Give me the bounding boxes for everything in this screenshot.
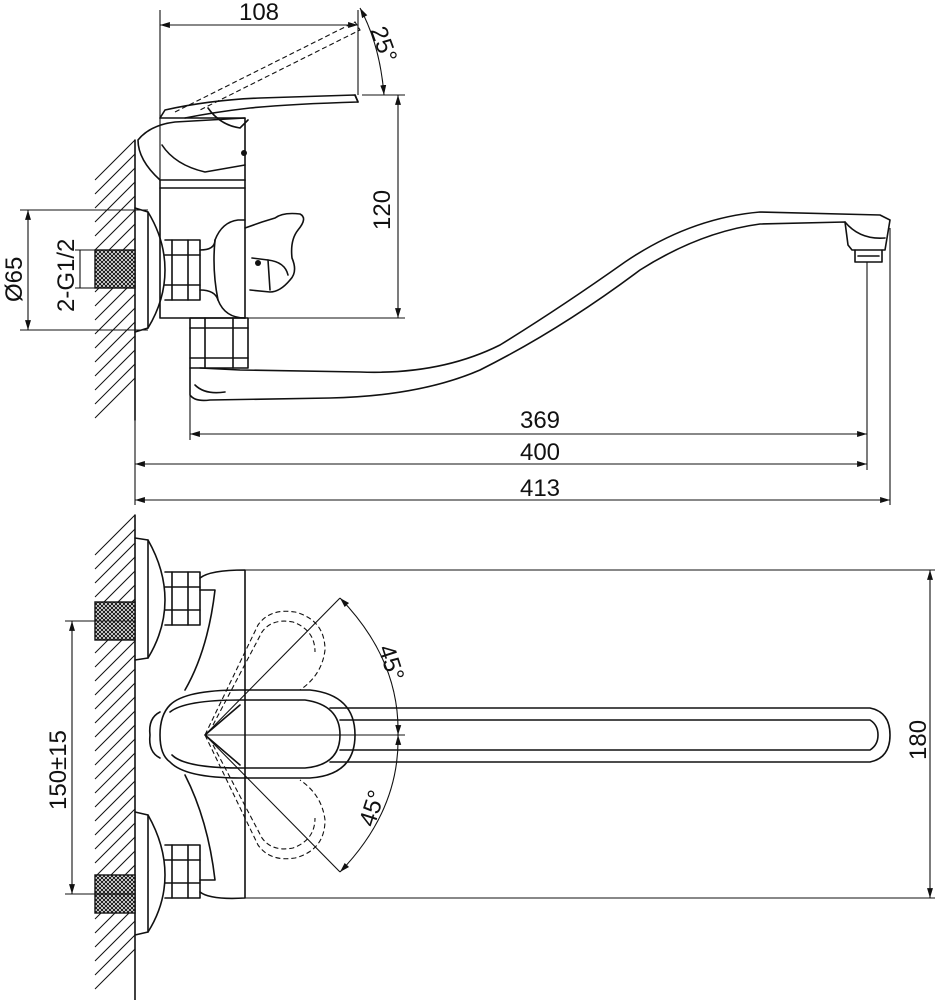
wall-hatch-line	[94, 710, 136, 752]
dim-108: 108	[159, 0, 359, 180]
dim-369-label: 369	[520, 407, 560, 434]
wall-hatch-line	[94, 349, 136, 391]
mixer-body-top	[184, 569, 935, 900]
wall-hatch-line	[94, 181, 136, 223]
wall-hatch-line	[94, 195, 136, 237]
lower-nut	[164, 844, 201, 899]
dim-180-label: 180	[905, 720, 932, 760]
wall-hatch-line	[94, 542, 136, 584]
wall-hatch-line	[94, 738, 136, 780]
dim-120-label: 120	[369, 190, 396, 230]
top-view: 45° 45° 150±15 180	[45, 514, 935, 1000]
dim-400-label: 400	[520, 439, 560, 466]
dim-thread: 2-G1/2	[53, 239, 95, 312]
dim-108-label: 108	[239, 0, 279, 26]
wall-hatch-line	[94, 640, 136, 682]
wall-hatch-line	[94, 321, 136, 363]
dim-413: 413	[135, 228, 891, 505]
wall-hatch-line	[94, 752, 136, 794]
dim-d65-label: Ø65	[1, 257, 28, 302]
upper-rosette	[134, 537, 166, 661]
mixer-body-side	[137, 117, 247, 319]
dim-45-lower-label: 45°	[354, 787, 391, 830]
lever-side	[159, 94, 359, 119]
spout-top	[329, 707, 891, 763]
wall-hatch-line	[94, 948, 136, 990]
dim-d65: Ø65	[1, 209, 148, 331]
wall-hatch-line	[94, 766, 136, 808]
wall-hatch-line	[94, 209, 136, 251]
wall-hatch-line	[94, 153, 136, 195]
lever-side-raised	[174, 21, 361, 113]
dim-150: 150±15	[45, 620, 135, 895]
wall-hatch-line	[94, 696, 136, 738]
dim-180: 180	[905, 570, 933, 898]
thread-stub-side	[94, 249, 136, 289]
diverter-knob-side	[244, 212, 305, 293]
wall-hatch-line	[94, 377, 136, 419]
wall-hatch-line	[94, 556, 136, 598]
wall-top	[94, 514, 136, 1000]
wall-hatch-line	[94, 682, 136, 724]
dim-369: 369	[189, 262, 868, 470]
wall-hatch-line	[94, 934, 136, 976]
lower-rosette	[134, 811, 166, 936]
upper-nut	[164, 571, 201, 626]
wall-rosette-side	[134, 207, 166, 333]
side-view: 108 25° 120 Ø65 2-G1/2	[1, 0, 891, 505]
dim-120: 120	[248, 94, 405, 319]
dim-45-arc: 45° 45°	[204, 597, 409, 873]
wall-hatch-line	[94, 167, 136, 209]
wall-hatch-line	[94, 780, 136, 822]
eccentric-nut-side	[164, 239, 201, 301]
wall-hatch-line	[94, 528, 136, 570]
wall-hatch-line	[94, 808, 136, 850]
dim-25-label: 25°	[364, 23, 402, 66]
wall-hatch-line	[94, 293, 136, 335]
wall-hatch-line	[94, 822, 136, 864]
dim-thread-label: 2-G1/2	[53, 239, 80, 312]
wall-hatch-line	[94, 836, 136, 878]
wall-hatch-line	[94, 307, 136, 349]
wall-hatch-line	[94, 363, 136, 405]
dim-413-label: 413	[520, 475, 560, 502]
wall-hatch-line	[94, 654, 136, 696]
wall-hatch-line	[94, 724, 136, 766]
spout-swivel-nut-side	[189, 317, 249, 369]
dim-45-upper-label: 45°	[372, 642, 409, 685]
wall-hatch-line	[94, 794, 136, 836]
wall-hatch-line	[94, 335, 136, 377]
dim-150-label: 150±15	[45, 730, 72, 810]
lever-top	[148, 689, 356, 779]
wall-hatch-line	[94, 668, 136, 710]
wall-hatch-line	[94, 514, 136, 556]
dim-400: 400	[134, 420, 867, 505]
wall-hatch-line	[94, 920, 136, 962]
wall-hatch-line	[94, 139, 136, 181]
spout-side	[189, 211, 891, 402]
dim-25-deg: 25°	[359, 7, 402, 96]
